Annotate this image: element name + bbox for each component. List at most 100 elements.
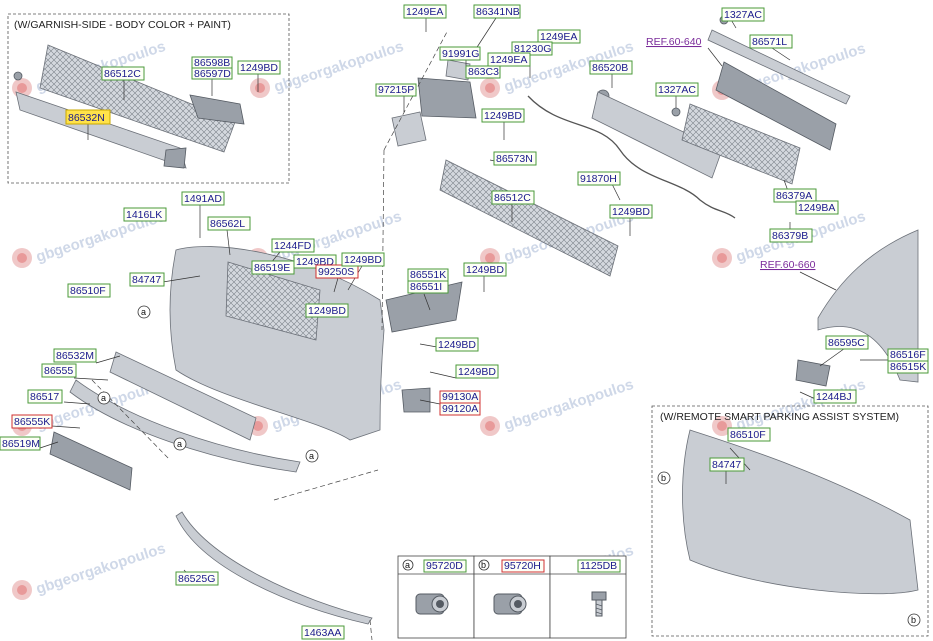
part-label-1249BD[interactable]: 1249BD xyxy=(481,108,525,123)
part-label-86510F[interactable]: 86510F xyxy=(727,427,771,442)
part-label-86555[interactable]: 86555 xyxy=(41,363,77,378)
svg-text:863C3: 863C3 xyxy=(468,66,499,78)
front-bumper-cover-part[interactable] xyxy=(169,246,385,441)
part-label-86512C[interactable]: 86512C xyxy=(101,66,145,81)
nut-part[interactable] xyxy=(671,107,681,117)
part-label-86516F[interactable]: 86516F xyxy=(887,348,929,362)
part-label-91991G[interactable]: 91991G xyxy=(439,46,481,61)
part-label-1463AA[interactable]: 1463AA xyxy=(301,625,345,640)
part-label-86517[interactable]: 86517 xyxy=(27,389,63,404)
legend-code-1125DB[interactable]: 1125DB xyxy=(577,559,621,573)
front-fender-part[interactable] xyxy=(817,229,919,383)
watermark-text: gbgeorgakopoulos xyxy=(34,540,168,598)
part-label-86562L[interactable]: 86562L xyxy=(207,216,251,231)
svg-text:95720H: 95720H xyxy=(504,560,541,572)
sensor-cover-part[interactable] xyxy=(391,111,427,147)
reference-link[interactable]: REF.60-660 xyxy=(760,259,816,271)
part-label-1244FD[interactable]: 1244FD xyxy=(271,238,315,253)
part-label-99120A[interactable]: 99120A xyxy=(439,402,481,416)
part-label-1416LK[interactable]: 1416LK xyxy=(123,207,167,222)
part-label-86512C[interactable]: 86512C xyxy=(491,190,535,205)
part-label-84747[interactable]: 84747 xyxy=(709,457,745,472)
bracket-part[interactable] xyxy=(401,387,431,413)
watermark-logo-icon xyxy=(712,416,732,436)
lower-grille-part[interactable] xyxy=(39,44,236,153)
svg-text:86525G: 86525G xyxy=(178,573,215,585)
part-label-91870H[interactable]: 91870H xyxy=(577,171,621,186)
bumper-cover-parking-part[interactable] xyxy=(682,429,919,595)
part-label-1327AC[interactable]: 1327AC xyxy=(655,82,699,97)
part-label-1249EA[interactable]: 1249EA xyxy=(537,29,581,44)
part-label-81230G[interactable]: 81230G xyxy=(511,41,553,56)
side-garnish-part[interactable] xyxy=(189,94,245,125)
part-label-86510F[interactable]: 86510F xyxy=(67,283,111,298)
front-bumper-beam-part[interactable] xyxy=(707,29,851,105)
reference-link[interactable]: REF.60-640 xyxy=(646,36,702,48)
part-label-86520B[interactable]: 86520B xyxy=(589,60,633,75)
svg-text:1249BD: 1249BD xyxy=(438,339,476,351)
side-bracket-part[interactable] xyxy=(163,147,187,169)
part-label-1244BJ[interactable]: 1244BJ xyxy=(813,389,857,404)
part-label-86597D[interactable]: 86597D xyxy=(191,67,233,80)
part-label-86532M[interactable]: 86532M xyxy=(53,348,97,363)
part-label-86341NB[interactable]: 86341NB xyxy=(473,4,521,19)
legend-code-95720D[interactable]: 95720D xyxy=(423,559,467,573)
front-camera-bracket-part[interactable] xyxy=(445,59,471,81)
part-label-86379A[interactable]: 86379A xyxy=(773,188,817,203)
part-label-86519E[interactable]: 86519E xyxy=(251,260,295,275)
part-label-86532N[interactable]: 86532N xyxy=(65,109,111,125)
svg-text:86341NB: 86341NB xyxy=(476,6,520,18)
part-label-863C3[interactable]: 863C3 xyxy=(465,65,501,79)
part-label-86519M[interactable]: 86519M xyxy=(0,436,41,451)
bottom-spoiler-part[interactable] xyxy=(175,511,373,625)
wiring-harness-part[interactable] xyxy=(527,95,736,219)
legend-code-95720H[interactable]: 95720H xyxy=(501,559,545,573)
energy-absorber-part[interactable] xyxy=(591,91,723,179)
part-label-1249EA[interactable]: 1249EA xyxy=(487,52,531,67)
active-air-flap-part[interactable] xyxy=(681,103,801,185)
svg-text:a: a xyxy=(309,451,314,461)
bumper-bracket-part[interactable] xyxy=(417,77,477,119)
part-label-99130A[interactable]: 99130A xyxy=(439,390,481,404)
part-label-86379B[interactable]: 86379B xyxy=(769,228,813,243)
watermark-logo-icon xyxy=(480,78,500,98)
part-label-86571L[interactable]: 86571L xyxy=(749,34,793,49)
part-label-1249BA[interactable]: 1249BA xyxy=(795,200,839,215)
part-label-86525G[interactable]: 86525G xyxy=(175,571,219,586)
skid-plate-part[interactable] xyxy=(109,351,257,441)
main-lower-grille-part[interactable] xyxy=(439,159,619,277)
part-label-86595C[interactable]: 86595C xyxy=(825,335,869,350)
fastener-part[interactable] xyxy=(13,71,23,81)
part-label-86573N[interactable]: 86573N xyxy=(493,151,537,166)
part-label-1491AD[interactable]: 1491AD xyxy=(181,191,225,206)
lower-lip-part[interactable] xyxy=(69,379,301,473)
legend-key-a xyxy=(402,559,414,571)
part-label-86555K[interactable]: 86555K xyxy=(11,414,53,429)
svg-text:1416LK: 1416LK xyxy=(126,209,162,221)
upper-grille-part[interactable] xyxy=(225,261,321,341)
part-label-1249BD[interactable]: 1249BD xyxy=(609,204,653,219)
part-label-84747[interactable]: 84747 xyxy=(129,272,165,287)
part-label-1249BD[interactable]: 1249BD xyxy=(341,252,385,267)
garnish-trim-part[interactable] xyxy=(15,91,187,169)
svg-text:86515K: 86515K xyxy=(890,361,926,373)
part-label-1327AC[interactable]: 1327AC xyxy=(721,7,765,22)
part-label-1249EA[interactable]: 1249EA xyxy=(403,4,447,19)
part-label-1249BD[interactable]: 1249BD xyxy=(237,60,281,75)
bumper-rail-part[interactable] xyxy=(715,61,837,151)
part-label-86551K[interactable]: 86551K xyxy=(407,268,449,282)
part-label-86551I[interactable]: 86551I xyxy=(407,280,449,294)
svg-text:1249EA: 1249EA xyxy=(406,6,443,18)
part-label-1249BD[interactable]: 1249BD xyxy=(455,364,499,379)
part-label-1249BD[interactable]: 1249BD xyxy=(305,303,349,318)
part-label-99250S[interactable]: 99250S xyxy=(315,264,359,279)
legend-key-b xyxy=(478,559,490,571)
fender-bracket-part[interactable] xyxy=(795,359,831,387)
part-label-97215P[interactable]: 97215P xyxy=(375,83,417,97)
garnish-strip-part[interactable] xyxy=(49,431,133,491)
svg-text:91991G: 91991G xyxy=(442,48,479,60)
part-label-1249BD[interactable]: 1249BD xyxy=(463,262,507,277)
part-label-86515K[interactable]: 86515K xyxy=(887,360,929,374)
part-label-1249BD[interactable]: 1249BD xyxy=(435,337,479,352)
